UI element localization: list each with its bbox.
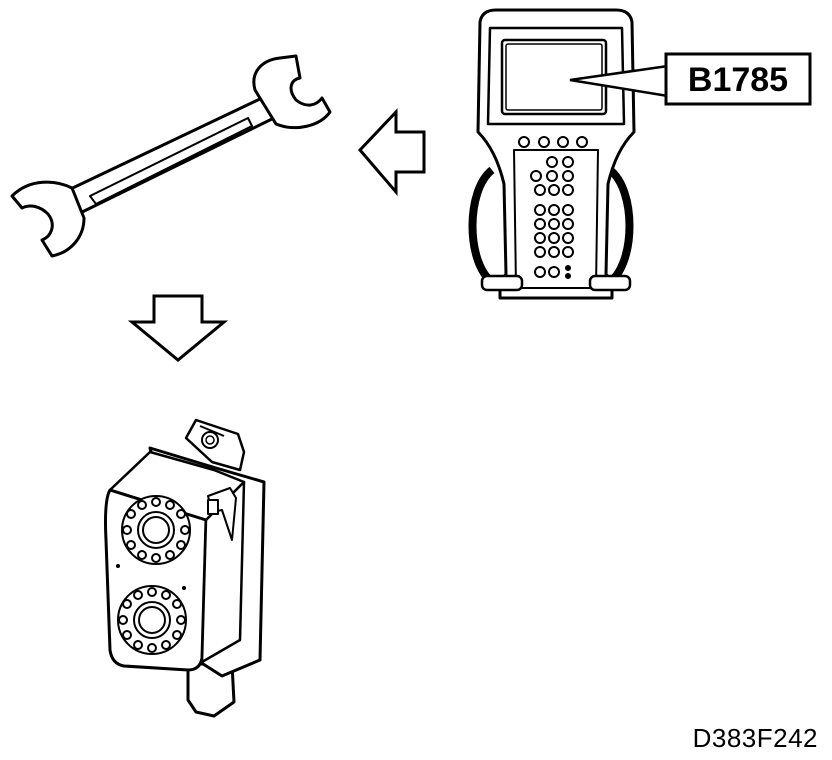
figure-id: D383F242 (692, 723, 818, 753)
arrow-down-icon (127, 294, 229, 362)
module-connector-upper (121, 495, 191, 565)
callout-box (664, 52, 812, 106)
callout: B1785 (569, 52, 812, 106)
arrow-left-icon (357, 108, 426, 197)
scan-tool-keypad (530, 156, 574, 279)
scan-tool-function-keys (518, 136, 588, 148)
callout-code: B1785 (688, 61, 788, 99)
wrench-icon (10, 54, 332, 258)
control-module-icon (104, 418, 266, 718)
scan-tool-icon (468, 8, 636, 300)
module-connector-lower (117, 585, 187, 655)
